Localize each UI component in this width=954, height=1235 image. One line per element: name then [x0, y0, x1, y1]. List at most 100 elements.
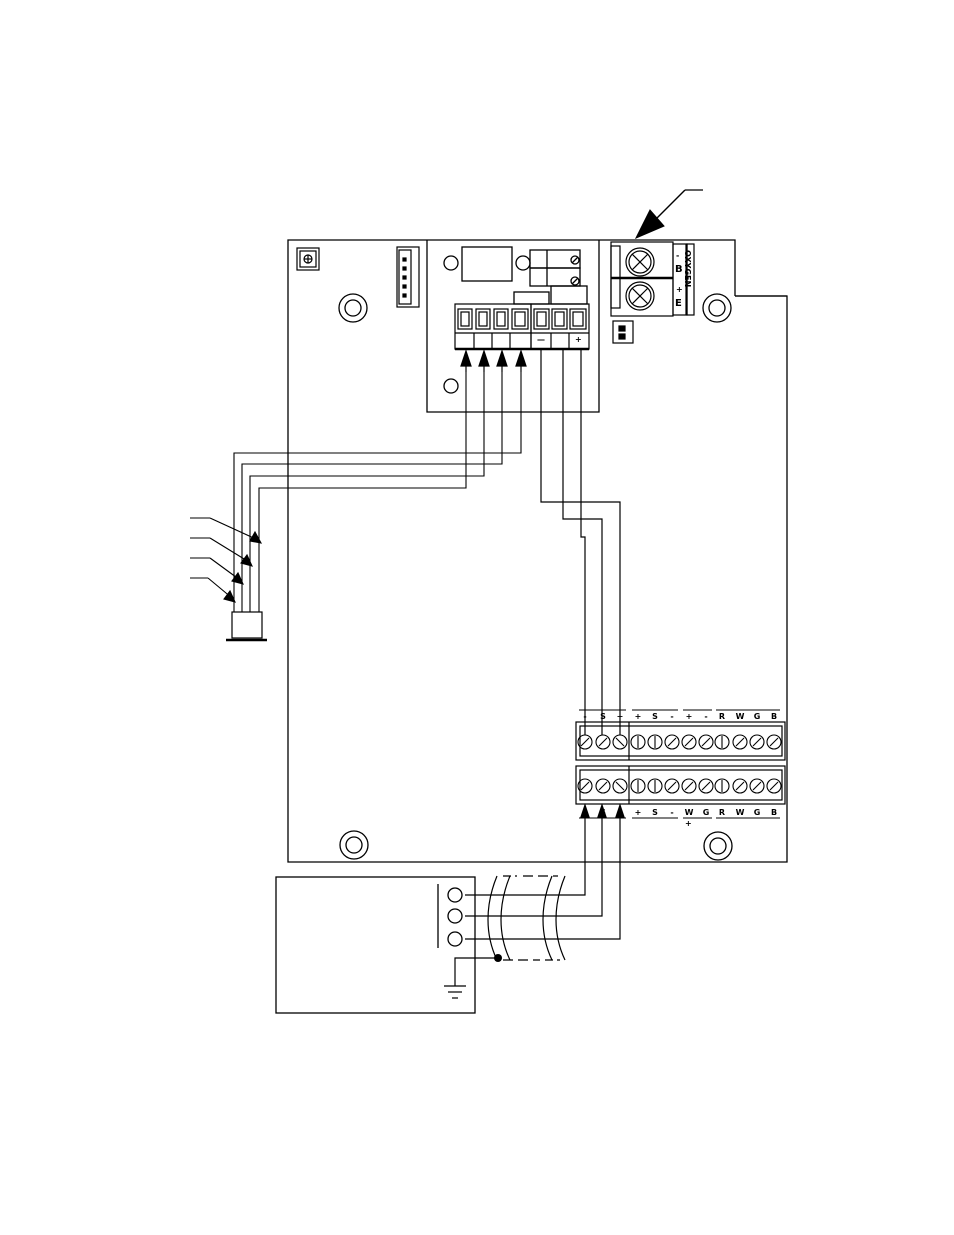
top-screw-slot-7: [684, 737, 694, 747]
bottom-screw-slot-11: [752, 781, 762, 791]
bus-plus-sign: +: [676, 285, 683, 294]
bottom-screw-7: [681, 778, 697, 794]
remote-device-wires: [465, 817, 621, 940]
top-screw-slot-2: [598, 737, 608, 747]
bottom-screw-slot-1: [580, 781, 590, 791]
bottom-terminal-label-8: G: [703, 808, 710, 817]
top-terminal-label-7: +: [686, 712, 693, 721]
top-terminal-label-12: B: [771, 712, 777, 721]
top-screw-2: [595, 734, 611, 750]
module-hole-top-right: [515, 255, 531, 271]
header-connector: [396, 246, 420, 308]
sensor-module-board: [426, 240, 600, 413]
bottom-screw-slot-2: [598, 781, 608, 791]
remote-terminal-2: [447, 908, 463, 924]
bottom-screw-slot-12: [769, 781, 779, 791]
bottom-screw-5: [647, 778, 663, 794]
bottom-terminal-label-5: S: [652, 808, 658, 817]
bottom-screw-4: [630, 778, 646, 794]
top-terminal-label-3: +: [617, 712, 624, 721]
jumper: [612, 320, 634, 344]
module-hole-bottom: [443, 378, 459, 394]
bottom-terminal-label-7: W: [685, 808, 694, 817]
terminal-screws-bottom: [577, 778, 782, 794]
bottom-screw-slot-6: [667, 781, 677, 791]
top-screw-7: [681, 734, 697, 750]
wire-leader-arrows: [190, 517, 263, 603]
top-screw-11: [749, 734, 765, 750]
top-screw-slot-12: [769, 737, 779, 747]
sensor-input-connector: [454, 303, 532, 351]
bus-minus-label: B: [675, 264, 683, 275]
bottom-screw-slot-3: [615, 781, 625, 791]
top-screw-10: [732, 734, 748, 750]
top-screw-4: [630, 734, 646, 750]
bottom-screw-6: [664, 778, 680, 794]
bus-connector: [610, 241, 695, 317]
remote-terminal-1: [447, 887, 463, 903]
module-hole-top-left: [443, 255, 459, 271]
adjust-pot-icon: [296, 247, 320, 271]
top-terminal-label-1: -: [583, 712, 586, 721]
shielded-cable: [487, 875, 566, 961]
bottom-screw-slot-8: [701, 781, 711, 791]
top-terminal-label-6: -: [670, 712, 673, 721]
bottom-screw-slot-10: [735, 781, 745, 791]
bus-minus-sign: -: [676, 251, 679, 260]
top-screw-12: [766, 734, 782, 750]
ground-icon: [444, 957, 498, 999]
module-chip: [461, 246, 513, 282]
bus-side-text: OXYGEN: [683, 250, 692, 287]
top-screw-6: [664, 734, 680, 750]
output-plus-label: +: [575, 335, 582, 344]
bottom-terminal-label-9: R: [719, 808, 725, 817]
top-screw-slot-6: [667, 737, 677, 747]
mounting-hole-bottom-right: [703, 831, 733, 861]
bottom-screw-10: [732, 778, 748, 794]
bottom-screw-3: [612, 778, 628, 794]
top-terminal-label-2: S: [600, 712, 606, 721]
top-terminal-label-5: S: [652, 712, 658, 721]
top-terminal-label-4: +: [635, 712, 642, 721]
top-screw-slot-3: [615, 737, 625, 747]
top-screw-slot-10: [735, 737, 745, 747]
terminal-bottom-sublabel: +: [685, 819, 692, 828]
top-screw-5: [647, 734, 663, 750]
top-terminal-label-10: W: [736, 712, 745, 721]
terminal-wire-arrows: [580, 803, 625, 818]
mounting-hole-top-left: [338, 293, 368, 323]
bottom-terminal-label-4: +: [635, 808, 642, 817]
top-screw-8: [698, 734, 714, 750]
top-terminal-label-8: -: [704, 712, 707, 721]
top-terminal-label-9: R: [719, 712, 725, 721]
top-screw-slot-11: [752, 737, 762, 747]
mounting-hole-bottom-left: [339, 830, 369, 860]
top-terminal-label-11: G: [754, 712, 761, 721]
sensor-cable-wires: [233, 372, 522, 612]
bottom-screw-11: [749, 778, 765, 794]
terminal-block-top: [575, 721, 786, 761]
mounting-hole-top-right: [702, 293, 732, 323]
remote-terminal-3: [447, 931, 463, 947]
top-screw-9: [714, 734, 730, 750]
terminal-screws-top: [577, 734, 782, 750]
output-wires: [540, 349, 621, 735]
remote-device: [275, 876, 476, 1014]
bus-pointer-arrow: [634, 189, 703, 239]
bottom-screw-12: [766, 778, 782, 794]
bus-plus-label: E: [675, 298, 682, 309]
top-screw-slot-1: [580, 737, 590, 747]
bottom-screw-1: [577, 778, 593, 794]
sensor-wire-arrows: [460, 349, 527, 372]
sensor-cable-end: [226, 611, 267, 642]
bottom-terminal-label-12: B: [771, 808, 777, 817]
bottom-screw-9: [714, 778, 730, 794]
bottom-terminal-label-11: G: [754, 808, 761, 817]
top-screw-3: [612, 734, 628, 750]
bottom-screw-2: [595, 778, 611, 794]
bottom-screw-slot-7: [684, 781, 694, 791]
top-screw-slot-8: [701, 737, 711, 747]
